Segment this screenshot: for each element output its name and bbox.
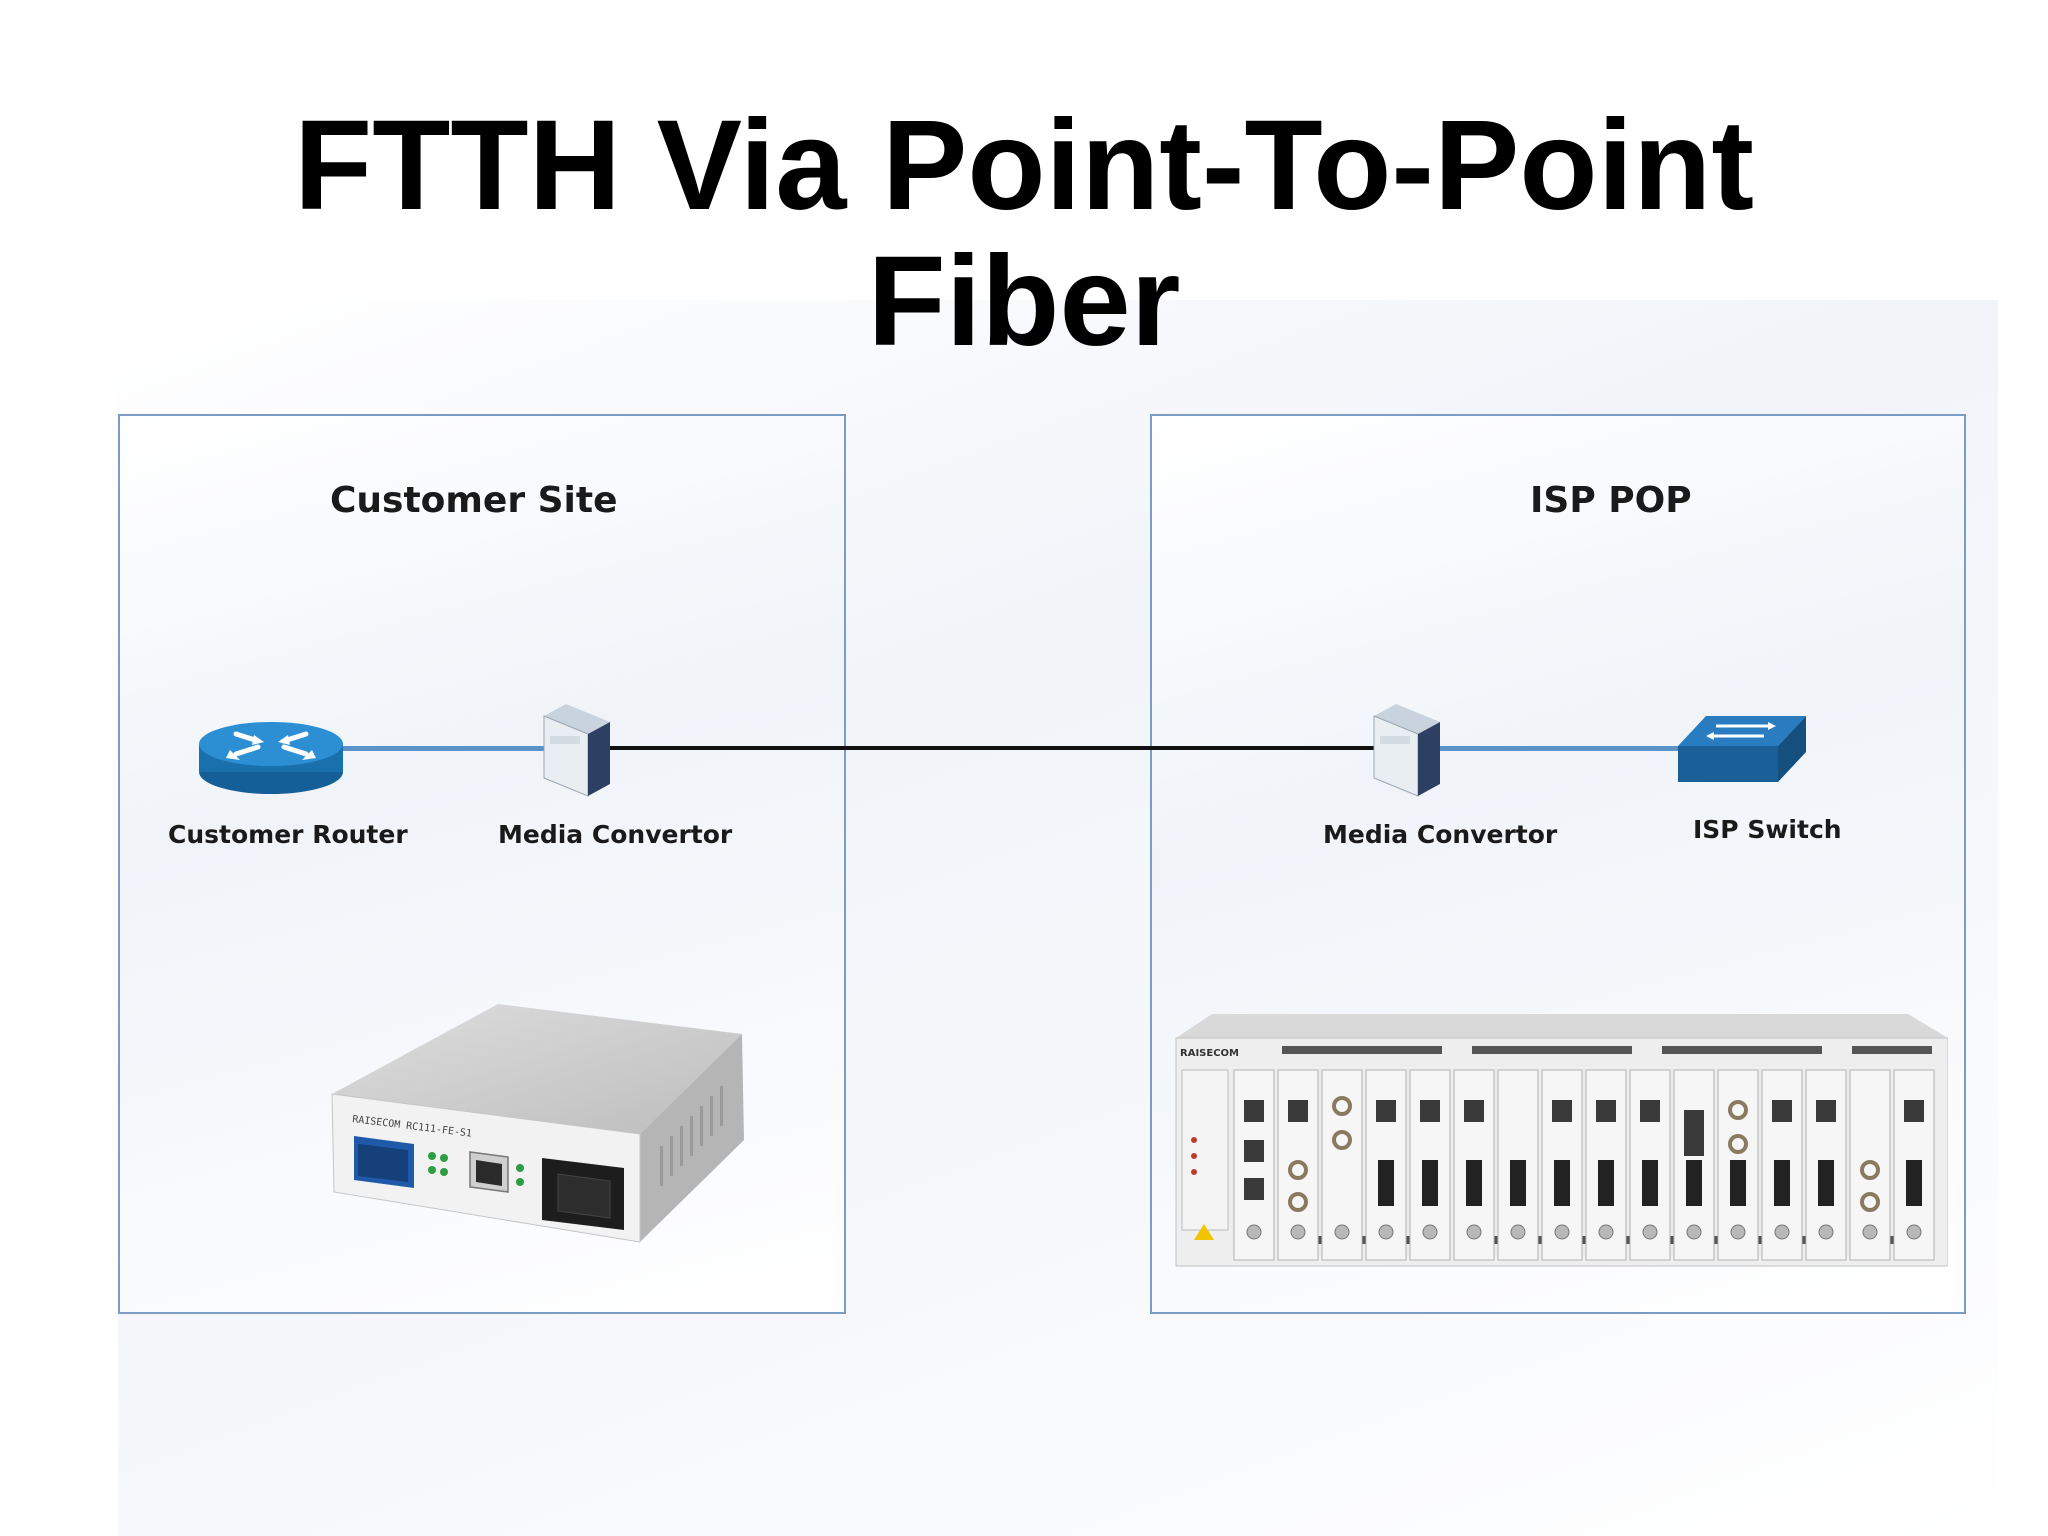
chassis-photo: RAISECOM <box>1172 1010 1949 1277</box>
customer-router-label: Customer Router <box>168 820 408 849</box>
slide-title: FTTH Via Point-To-Point Fiber <box>0 98 2048 370</box>
isp-switch-label: ISP Switch <box>1693 815 1842 844</box>
isp-copper-link <box>1405 746 1690 751</box>
title-line-2: Fiber <box>867 230 1181 373</box>
router-icon <box>196 708 346 803</box>
customer-convertor-label: Media Convertor <box>498 820 733 849</box>
isp-pop-label: ISP POP <box>1530 480 1692 521</box>
customer-site-label: Customer Site <box>330 480 618 521</box>
chassis-brand-text: RAISECOM <box>1180 1048 1239 1059</box>
media-convertor-icon <box>540 702 612 803</box>
fiber-link <box>600 746 1380 750</box>
switch-icon <box>1676 712 1808 791</box>
isp-convertor-label: Media Convertor <box>1323 820 1558 849</box>
media-convertor-icon <box>1370 702 1442 803</box>
title-line-1: FTTH Via Point-To-Point <box>294 94 1754 237</box>
customer-copper-link <box>340 746 585 751</box>
media-convertor-photo: RAISECOM RC111-FE-S1 <box>320 996 760 1261</box>
